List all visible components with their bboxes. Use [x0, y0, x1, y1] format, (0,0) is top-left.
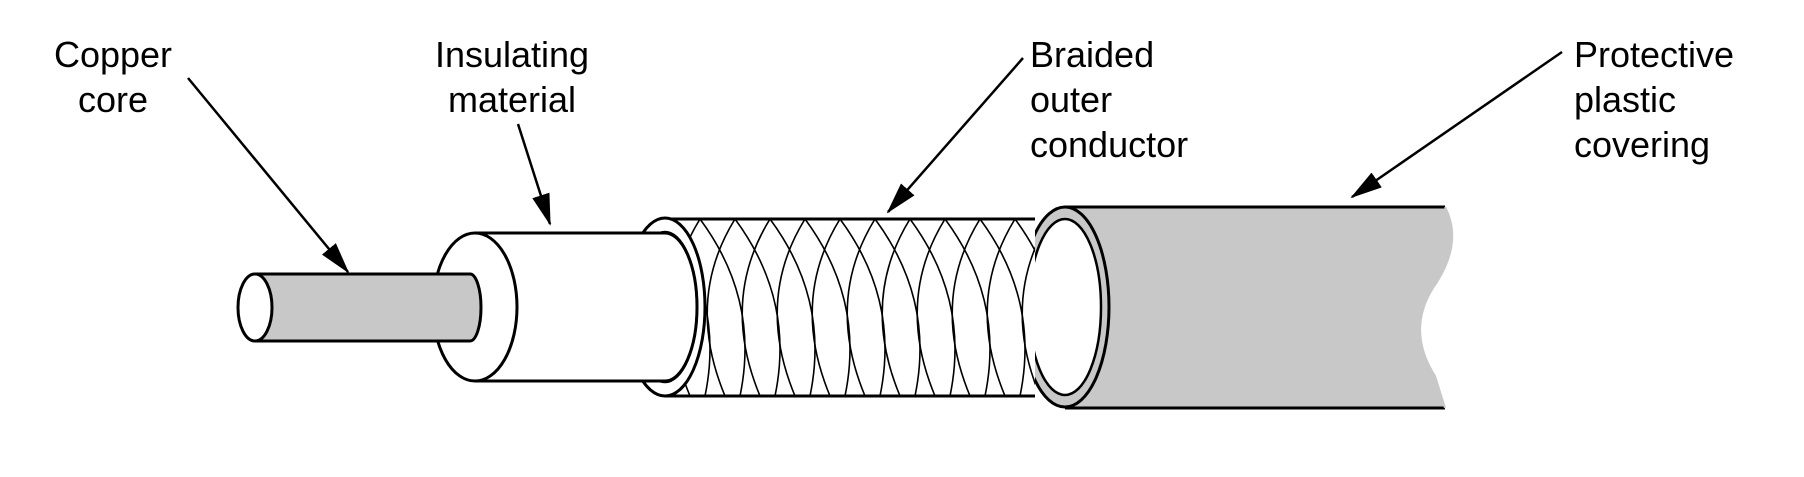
label-copper-core-line-1: Copper: [53, 34, 173, 75]
label-braided-outer-conductor-line-2: outer: [1030, 79, 1113, 120]
insulating-material-arrow: [516, 123, 552, 226]
label-braided-outer-conductor-line-3: conductor: [1030, 124, 1189, 165]
label-protective-plastic-covering: Protective plastic covering: [1574, 32, 1734, 167]
label-protective-plastic-covering-line-3: covering: [1574, 124, 1711, 165]
leader-arrows: [187, 50, 1563, 274]
label-braided-outer-conductor-line-1: Braided: [1030, 34, 1155, 75]
copper-core: [236, 272, 483, 343]
label-protective-plastic-covering-line-1: Protective: [1574, 34, 1735, 75]
label-copper-core-line-2: core: [77, 79, 149, 120]
label-insulating-material-line-1: Insulating: [434, 34, 590, 75]
insulating-material: [431, 231, 699, 383]
label-protective-plastic-covering-line-2: plastic: [1574, 79, 1677, 120]
label-insulating-material-line-2: material: [447, 79, 577, 120]
braided-conductor-arrow: [886, 57, 1024, 214]
protective-plastic-covering: [1019, 205, 1454, 410]
label-braided-outer-conductor: Braided outer conductor: [1030, 32, 1188, 167]
label-copper-core: Copper core: [40, 32, 186, 122]
label-insulating-material: Insulating material: [424, 32, 600, 122]
protective-covering-arrow: [1350, 50, 1563, 199]
copper-core-arrow: [187, 77, 350, 274]
